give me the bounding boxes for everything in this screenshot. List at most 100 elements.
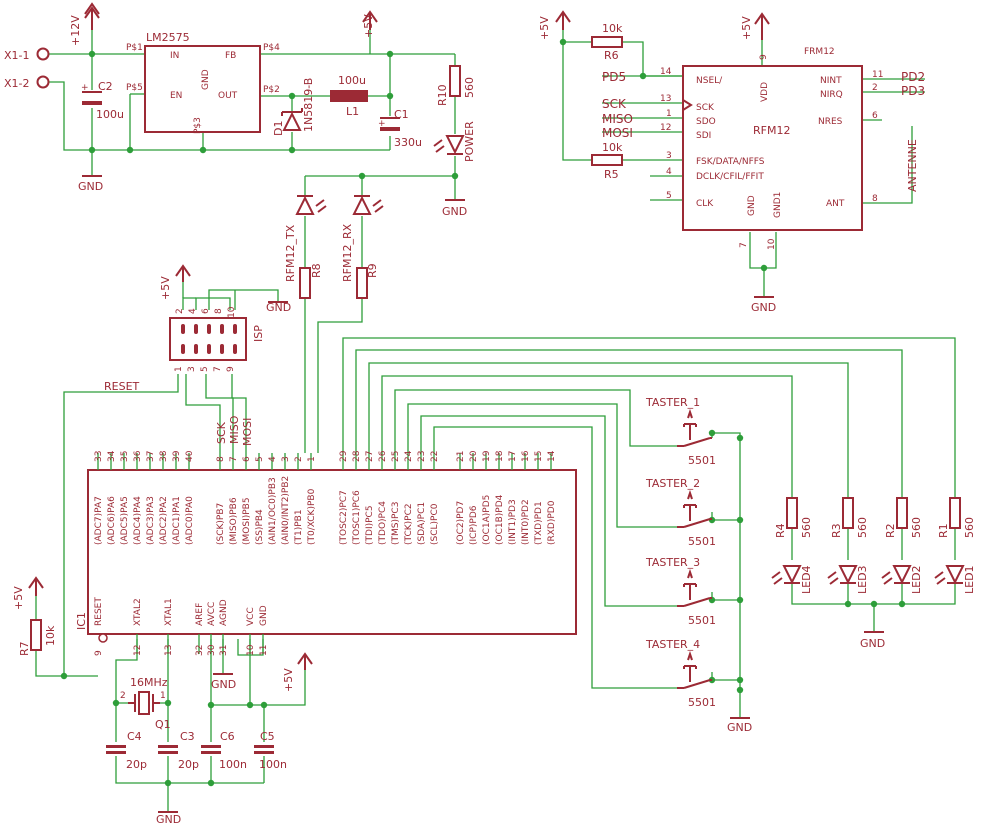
svg-text:5: 5 <box>200 366 210 372</box>
pin-label: (ADC1)PA1 <box>172 496 182 545</box>
input-connector: X1-1 X1-2 <box>4 47 50 90</box>
pin-number: 7 <box>229 456 239 462</box>
pd3-net-label: PD3 <box>901 84 925 98</box>
pin-label: (MISO)PB6 <box>229 497 239 545</box>
resistor-r5: 10k R5 <box>591 141 623 181</box>
pin-label: (ADC5)PA5 <box>120 496 130 545</box>
svg-text:14: 14 <box>660 67 672 77</box>
rx-led-label: RFM12_RX <box>341 223 354 282</box>
mcu-top-pin: 8(SCK)PB7 <box>216 453 226 545</box>
mcu-top-pin: 24(TCK)PC2 <box>404 450 414 545</box>
svg-text:4: 4 <box>666 167 672 177</box>
pin-label: (RXD)PD0 <box>547 500 557 545</box>
regulator-pin-in: IN <box>170 51 179 61</box>
svg-text:2: 2 <box>872 83 878 93</box>
pin-number: 9 <box>94 650 104 656</box>
pin-number: 39 <box>172 450 182 462</box>
svg-text:6: 6 <box>872 111 878 121</box>
resistor-value: 560 <box>910 517 923 538</box>
mcu-top-pin: 33(ADC7)PA7 <box>94 451 104 545</box>
pin-number: 40 <box>185 450 195 462</box>
mcu-top-pin: 4 (AIN1/OC0)PB3 <box>268 453 278 545</box>
d1-value: 1N5819-B <box>302 78 315 132</box>
gnd-label-power: GND <box>442 205 467 218</box>
pin-number: 4 <box>268 456 278 462</box>
resistor-label: R3 <box>830 523 843 538</box>
plus5v-label-rfm-left: +5V <box>538 16 551 40</box>
switch-part: 5501 <box>688 454 716 467</box>
x1-2-label: X1-2 <box>4 77 30 90</box>
pin-number: 38 <box>159 450 169 462</box>
c4-label: C4 <box>127 730 142 743</box>
gnd-label-isp: GND <box>266 301 291 314</box>
c4-value: 20p <box>126 758 147 771</box>
plus5v-label-top: +5V <box>362 14 375 38</box>
crystal-value: 16MHz <box>130 676 168 689</box>
capacitor-c3: C3 20p <box>158 730 199 771</box>
mcu-top-pin: 37(ADC3)PA3 <box>146 451 156 545</box>
svg-text:FSK/DATA/NFFS: FSK/DATA/NFFS <box>696 157 765 167</box>
pin-label: XTAL2 <box>133 598 143 626</box>
plus5v-label-reset: +5V <box>12 586 25 610</box>
pin-label: (TCK)PC2 <box>404 503 414 545</box>
r10-label: R10 <box>436 84 449 106</box>
led-rfm12-tx: RFM12_TX <box>284 195 327 282</box>
mcu-top-pin: 21(OC2)PD7 <box>456 451 466 545</box>
c5-label: C5 <box>260 730 275 743</box>
mcu-top-pin: 34(ADC6)PA6 <box>107 450 117 545</box>
mcu-top-pin: 16(INT0)PD2 <box>521 450 531 545</box>
gnd-label-switches: GND <box>727 721 752 734</box>
svg-text:1: 1 <box>666 109 672 119</box>
pin-label: (TDI)PC5 <box>365 505 375 545</box>
led-label: LED3 <box>856 565 869 594</box>
pin-number: 17 <box>508 451 518 462</box>
regulator-pin-fb: FB <box>225 51 236 61</box>
pin-number: 14 <box>547 450 557 462</box>
pin-label: RESET <box>94 597 104 626</box>
mcu-top-pin: 18(OC1B)PD4 <box>495 450 505 545</box>
resistor-label: R2 <box>884 523 897 538</box>
svg-text:9: 9 <box>759 54 769 60</box>
mcu-top-pin: 20(ICP)PD6 <box>469 450 479 545</box>
c1-label: C1 <box>394 108 409 121</box>
c2-label: C2 <box>98 80 113 93</box>
svg-text:5: 5 <box>666 191 672 201</box>
r9-label: R9 <box>366 263 379 278</box>
diode-d1: D1 1N5819-B <box>272 78 315 136</box>
regulator-p5: P$5 <box>126 83 143 93</box>
isp-label: ISP <box>252 325 265 342</box>
mcu-top-pin: 29(TOSC2)PC7 <box>339 450 349 545</box>
svg-text:ANT: ANT <box>826 199 845 209</box>
gnd-label-rfm: GND <box>751 301 776 314</box>
pin-number: 32 <box>195 645 205 656</box>
pin-label: (ADC0)PA0 <box>185 496 195 545</box>
pin-number: 5 <box>255 456 265 462</box>
plus12v-label: +12V <box>69 15 82 46</box>
regulator-lm2575: LM2575 IN FB EN OUT GND P$1 P$5 P$4 P$2 … <box>126 31 280 134</box>
pin-number: 26 <box>378 450 388 462</box>
pin-number: 19 <box>482 450 492 462</box>
led-label: LED1 <box>963 565 976 594</box>
isp-pin-numbers-bottom: 1 3 5 7 9 <box>174 366 236 372</box>
pin-label: (AIN0/INT2)PB2 <box>281 476 291 545</box>
mcu-top-pin: 15(TXD)PD1 <box>534 451 544 545</box>
mcu-top-pin: 28(TOSC1)PC6 <box>352 450 362 545</box>
pin-number: 13 <box>164 645 174 656</box>
svg-text:NSEL/: NSEL/ <box>696 76 723 86</box>
pin-label: (AIN1/OC0)PB3 <box>268 477 278 545</box>
pin-number: 11 <box>259 645 269 656</box>
mcu-top-pin: 36(ADC4)PA4 <box>133 450 143 545</box>
svg-text:VDD: VDD <box>760 82 770 102</box>
led-rfm12-rx: RFM12_RX <box>341 195 384 282</box>
mcu-top-pin: 25(TMS)PC3 <box>391 451 401 545</box>
mcu-top-pin: 7 (MISO)PB6 <box>229 453 239 545</box>
svg-text:NRES: NRES <box>818 117 843 127</box>
sck-rfm-net-label: SCK <box>602 97 627 111</box>
pin-label: (TMS)PC3 <box>391 502 401 545</box>
